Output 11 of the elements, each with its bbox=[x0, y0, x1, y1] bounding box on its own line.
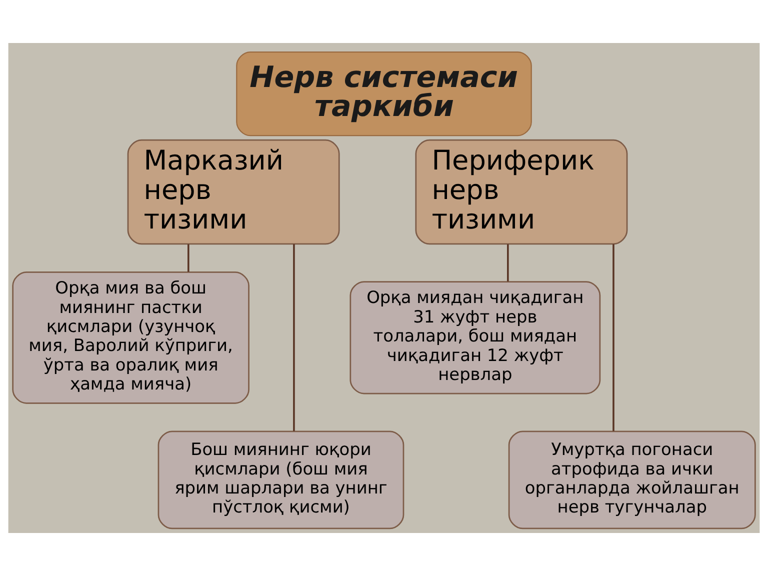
connector bbox=[293, 244, 295, 432]
node-box: Марказий нерв тизими bbox=[127, 139, 340, 245]
node-box: Орқа миядан чиқадиган 31 жуфт нерв толалари, бош миядан чиқадиган 12 жуфт нервлар bbox=[350, 281, 601, 394]
node-box: Орқа мия ва бош миянинг пастки қисмлари (узунчоқ мия, Варолий кўприги, ўрта ва оралиқ мия ҳамда мияча) bbox=[12, 272, 250, 404]
connector bbox=[507, 244, 509, 282]
node-box: Периферик нерв тизими bbox=[415, 139, 628, 245]
node-box: Умуртқа погонаси атрофида ва ички органларда жойлашган нерв тугунчалар bbox=[508, 430, 756, 530]
connector bbox=[188, 244, 190, 272]
node-box: Бош миянинг юқори қисмлари (бош мия ярим шарлари ва унинг пўстлоқ қисми) bbox=[158, 430, 404, 530]
connector bbox=[612, 244, 614, 432]
diagram-title: Нерв системаси таркиби bbox=[250, 60, 518, 124]
